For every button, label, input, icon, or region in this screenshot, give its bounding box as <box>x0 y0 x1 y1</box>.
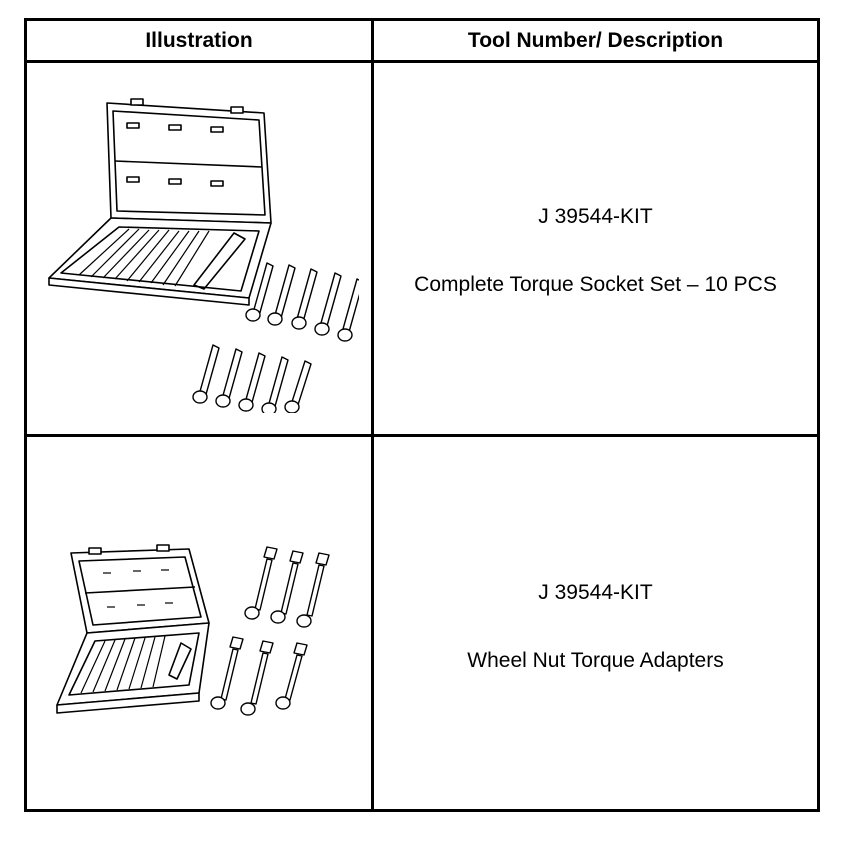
row-divider <box>27 434 817 437</box>
header-tool-number-description: Tool Number/ Description <box>467 28 724 52</box>
tool-table: Illustration Tool Number/ Description <box>24 18 820 812</box>
header-illustration: Illustration <box>145 28 253 52</box>
row2-description: Wheel Nut Torque Adapters <box>467 649 724 672</box>
wheel-nut-adapter-case-icon <box>49 543 349 743</box>
column-divider <box>371 21 374 809</box>
header-divider <box>27 60 817 63</box>
torque-socket-set-case-icon <box>39 93 359 413</box>
row2-tool-number: J 39544-KIT <box>538 581 653 604</box>
row1-description: Complete Torque Socket Set – 10 PCS <box>414 273 777 296</box>
row1-tool-number: J 39544-KIT <box>538 205 653 228</box>
